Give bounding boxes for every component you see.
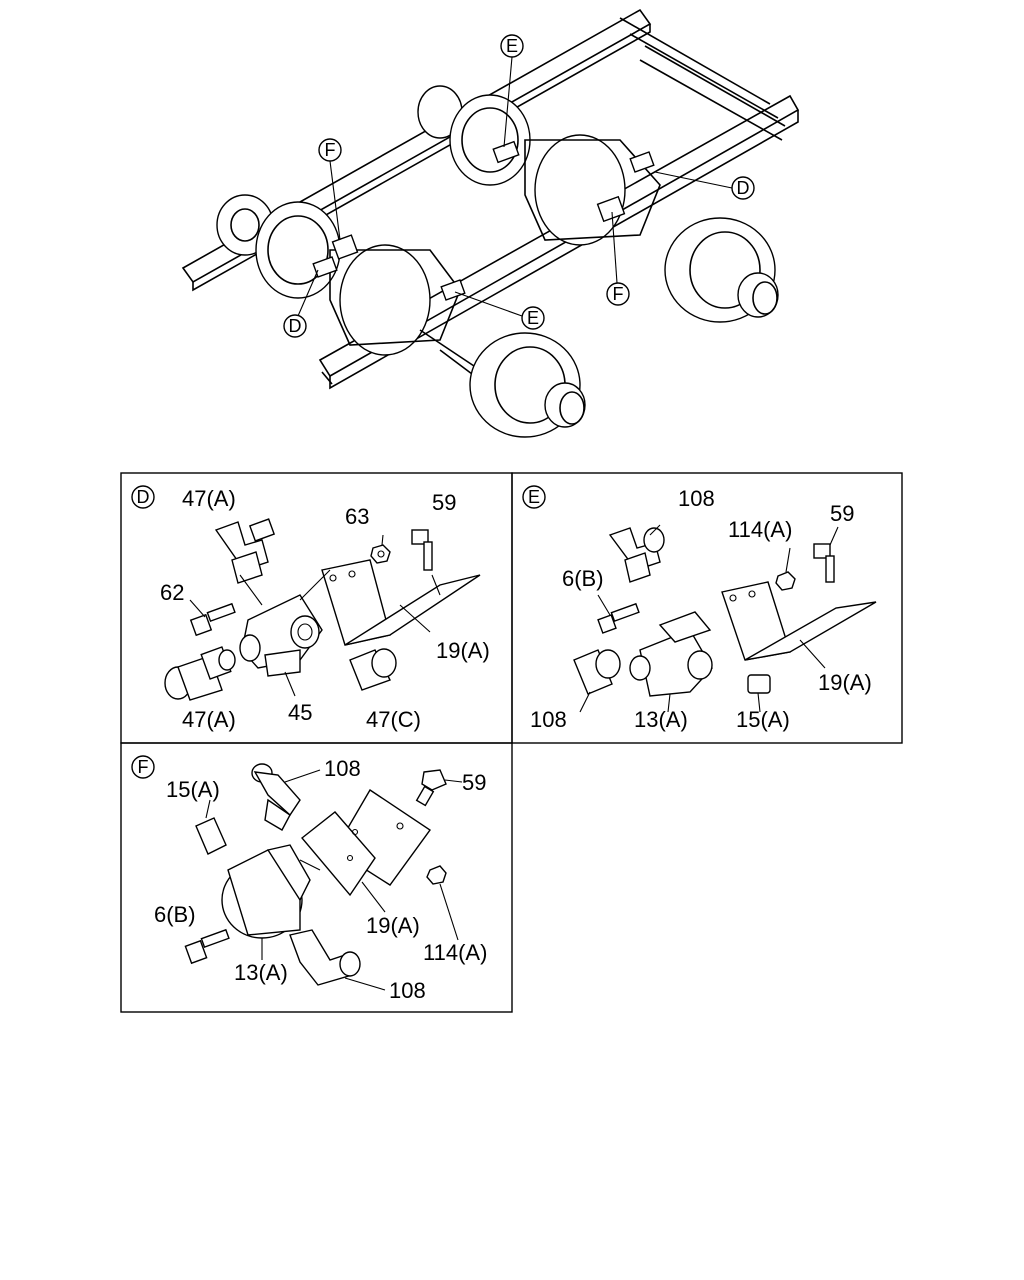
label-6b: 6(B) [562, 566, 604, 591]
valve-locations [312, 140, 655, 301]
bracket-19a [721, 581, 877, 661]
label-114a: 114(A) [728, 517, 792, 542]
fitting-47a-bottom [164, 646, 236, 701]
elbow-fitting-top [214, 518, 276, 584]
label-13a: 13(A) [634, 707, 688, 732]
label-114a: 114(A) [423, 940, 487, 965]
svg-text:E: E [506, 36, 518, 56]
callout-d-right: D [654, 171, 755, 200]
bolt-59 [415, 769, 447, 807]
label-19a: 19(A) [436, 638, 490, 663]
callout-d-left: D [283, 269, 319, 338]
label-19a: 19(A) [818, 670, 872, 695]
label-59: 59 [462, 770, 486, 795]
label-108-top: 108 [678, 486, 715, 511]
elbow-108-bottom [289, 929, 361, 986]
bolt-62 [189, 602, 236, 637]
chassis-overview: E F D D E F [181, 8, 800, 438]
bolt-59 [411, 529, 433, 571]
elbow-108-bottom [573, 649, 621, 695]
frame-rails [181, 8, 800, 390]
label-15a: 15(A) [166, 777, 220, 802]
label-47c: 47(C) [366, 707, 421, 732]
callout-f-left: F [318, 138, 342, 241]
valve-body-45 [239, 594, 323, 677]
panel-e-tag: E [528, 487, 540, 507]
plug-15a [195, 817, 227, 855]
nut-114a [775, 571, 796, 591]
label-19a: 19(A) [366, 913, 420, 938]
label-47a-bottom: 47(A) [182, 707, 236, 732]
callout-e-bottom: E [454, 291, 545, 330]
bracket-19a [321, 559, 481, 646]
panel-e: E [522, 485, 877, 732]
valve-body-13a [629, 611, 713, 697]
panel-f-tag: F [138, 757, 149, 777]
svg-text:D: D [289, 316, 302, 336]
callout-f-right: F [606, 211, 630, 306]
bolt-59 [813, 543, 835, 583]
label-45: 45 [288, 700, 312, 725]
label-13a: 13(A) [234, 960, 288, 985]
callout-e-top: E [500, 34, 524, 148]
front-axle [216, 194, 586, 438]
fitting-47c [349, 648, 397, 691]
panel-d: D [131, 485, 490, 732]
panel-e-frame [511, 472, 903, 744]
label-108-bottom: 108 [530, 707, 567, 732]
label-63: 63 [345, 504, 369, 529]
label-47a-top: 47(A) [182, 486, 236, 511]
label-108-bottom: 108 [389, 978, 426, 1003]
label-15a: 15(A) [736, 707, 790, 732]
panel-f-frame [120, 742, 513, 1013]
panel-d-tag: D [137, 487, 150, 507]
plug-15a [747, 674, 771, 694]
bolt-6b [184, 928, 230, 965]
svg-text:F: F [613, 284, 624, 304]
label-59: 59 [432, 490, 456, 515]
elbow-108-top [608, 527, 665, 583]
svg-text:E: E [527, 308, 539, 328]
label-62: 62 [160, 580, 184, 605]
nut-63 [370, 544, 391, 564]
label-6b: 6(B) [154, 902, 196, 927]
panel-f: F [131, 755, 487, 1003]
elbow-108-top [251, 763, 301, 831]
label-108-top: 108 [324, 756, 361, 781]
nut-114a [426, 865, 447, 885]
svg-text:D: D [737, 178, 750, 198]
bracket-19a [300, 789, 431, 897]
label-59: 59 [830, 501, 854, 526]
bolt-6b [597, 602, 640, 634]
svg-text:F: F [325, 140, 336, 160]
valve-body-13a [221, 844, 311, 939]
